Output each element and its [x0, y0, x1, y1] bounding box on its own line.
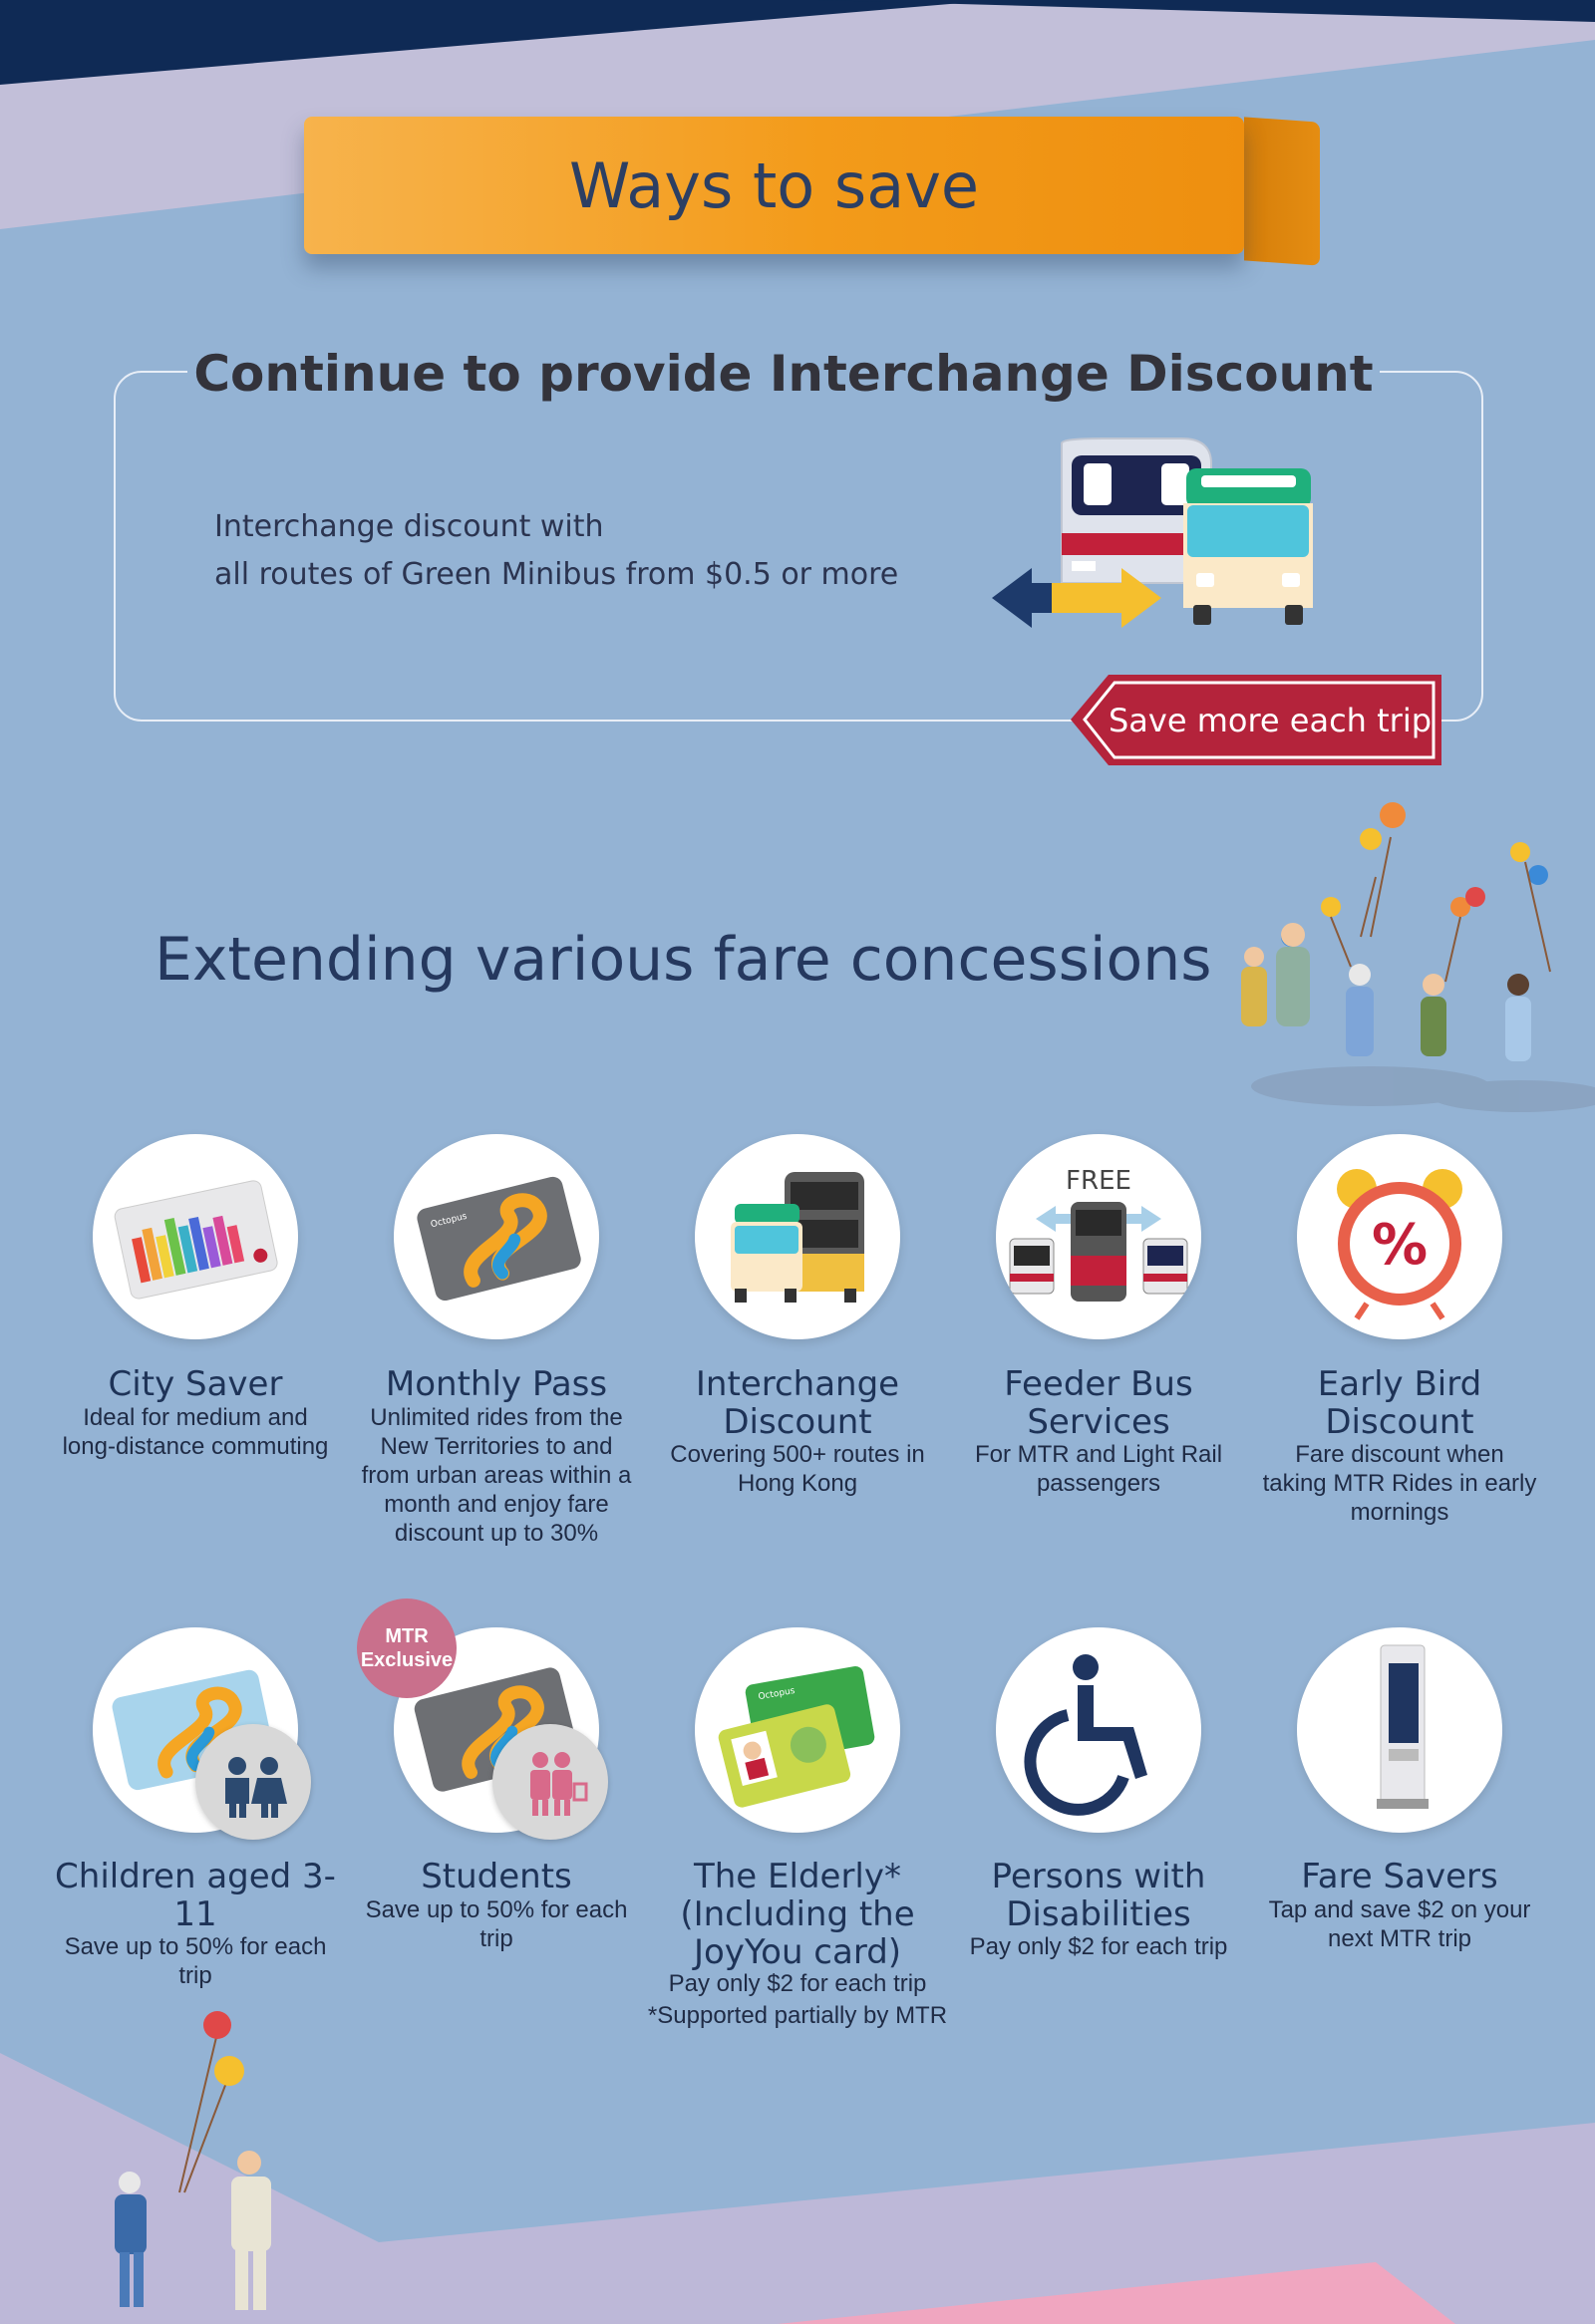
feeder-bus-desc: For MTR and Light Rail passengers [974, 1441, 1223, 1497]
students-title: Students [421, 1857, 572, 1896]
disabilities-circle [996, 1627, 1201, 1833]
interchange-discount-desc: Covering 500+ routes in Hong Kong [670, 1441, 925, 1497]
save-more-tag [1071, 675, 1441, 765]
city-saver-desc: Ideal for medium and long-distance commu… [62, 1404, 329, 1460]
elderly-title: The Elderly* (Including the JoyYou card) [680, 1857, 915, 1972]
early-bird-desc: Fare discount when taking MTR Rides in e… [1262, 1441, 1537, 1526]
interchange-title: Continue to provide Interchange Discount [193, 345, 1374, 403]
children-icon [225, 1757, 287, 1818]
box-title-background [187, 339, 1380, 409]
mtr-badge-line-2: Exclusive [360, 1649, 454, 1671]
train-minibus-interchange-icon [992, 437, 1313, 628]
city-saver-circle [93, 1134, 298, 1339]
svg-text:%: % [1372, 1213, 1428, 1278]
monthly-pass-title: Monthly Pass [385, 1364, 608, 1404]
students-sub-circle [492, 1724, 608, 1840]
ways-to-save-banner [304, 117, 1244, 254]
elderly-circle: Octopus [695, 1627, 900, 1833]
disabilities-title: Persons with Disabilities [991, 1857, 1206, 1934]
people-balloons-illustration [1241, 802, 1595, 1112]
mtr-badge-line-1: MTR [385, 1625, 429, 1647]
children-title: Children aged 3-11 [55, 1857, 336, 1934]
early-bird-title: Early Bird Discount [1317, 1364, 1482, 1442]
bottom-people-illustration [115, 2011, 271, 2310]
fare-savers-circle [1297, 1627, 1502, 1833]
feeder-bus-icon: FREE [1009, 1166, 1188, 1302]
monthly-pass-desc: Unlimited rides from the New Territories… [361, 1404, 632, 1547]
save-more-tag-label: Save more each trip [1108, 701, 1433, 739]
interchange-line-2: all routes of Green Minibus from $0.5 or… [214, 557, 899, 592]
disabilities-desc: Pay only $2 for each trip [969, 1933, 1228, 1960]
mtr-exclusive-badge: MTR Exclusive [357, 1598, 457, 1698]
elderly-desc: Pay only $2 for each trip [668, 1970, 927, 1997]
wheelchair-icon [1024, 1654, 1147, 1816]
bus-minibus-icon [731, 1172, 864, 1303]
children-sub-circle [195, 1724, 311, 1840]
city-saver-card-icon [114, 1180, 278, 1300]
interchange-text: Interchange discount with all routes of … [214, 503, 972, 599]
fare-saver-kiosk-icon [1377, 1644, 1429, 1809]
interchange-discount-title: Interchange Discount [695, 1364, 900, 1442]
monthly-pass-circle: Octopus [394, 1134, 599, 1339]
elderly-note: *Supported partially by MTR [647, 2002, 948, 2029]
interchange-line-1: Interchange discount with [214, 509, 604, 544]
interchange-discount-circle [695, 1134, 900, 1339]
concessions-title: Extending various fare concessions [155, 925, 1212, 995]
city-saver-title: City Saver [108, 1364, 283, 1404]
fare-savers-title: Fare Savers [1301, 1857, 1498, 1896]
feeder-free-label: FREE [1066, 1166, 1131, 1196]
feeder-bus-title: Feeder Bus Services [1004, 1364, 1193, 1442]
children-desc: Save up to 50% for each trip [64, 1933, 327, 1989]
elderly-octopus-card-icon: Octopus [718, 1666, 875, 1808]
students-desc: Save up to 50% for each trip [365, 1896, 628, 1952]
banner-side [1244, 117, 1320, 266]
page-title: Ways to save [568, 148, 980, 222]
fare-savers-desc: Tap and save $2 on your next MTR trip [1268, 1896, 1531, 1952]
feeder-bus-circle: FREE [996, 1134, 1201, 1339]
early-bird-circle: % [1297, 1134, 1502, 1339]
octopus-card-icon: Octopus [417, 1176, 581, 1302]
students-icon [530, 1752, 588, 1816]
alarm-clock-percent-icon: % [1337, 1169, 1462, 1320]
